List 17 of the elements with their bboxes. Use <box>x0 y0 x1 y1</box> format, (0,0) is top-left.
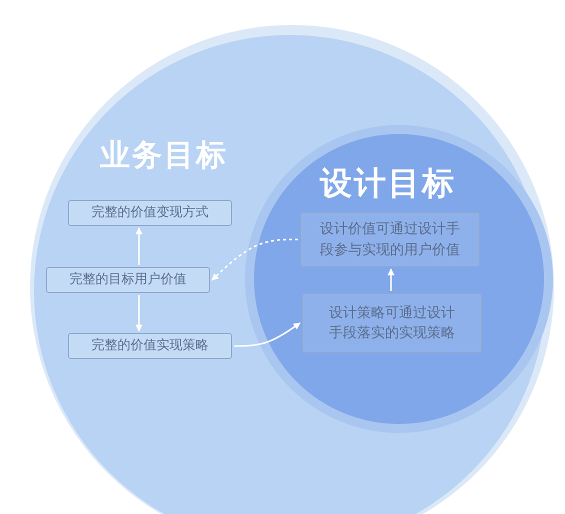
arrow <box>136 227 142 265</box>
box-text: 完整的价值实现策略 <box>92 336 208 355</box>
circle-heading: 设计目标 <box>320 163 456 204</box>
box-text: 完整的目标用户价值 <box>70 270 186 289</box>
box-text: 设计策略可通过设计手段落实的实现策略 <box>328 304 456 343</box>
text-box <box>46 267 210 293</box>
arrow <box>234 322 301 347</box>
text-box <box>68 333 232 359</box>
arrow <box>211 238 298 281</box>
text-box <box>300 212 480 267</box>
arrow <box>388 268 394 291</box>
circle-heading: 业务目标 <box>100 137 228 175</box>
box-text: 完整的价值变现方式 <box>92 204 208 222</box>
text-box <box>302 293 482 353</box>
box-text: 设计价值可通过设计手段参与实现的用户价值 <box>319 220 461 260</box>
text-box <box>68 200 232 226</box>
arrow <box>136 295 142 332</box>
